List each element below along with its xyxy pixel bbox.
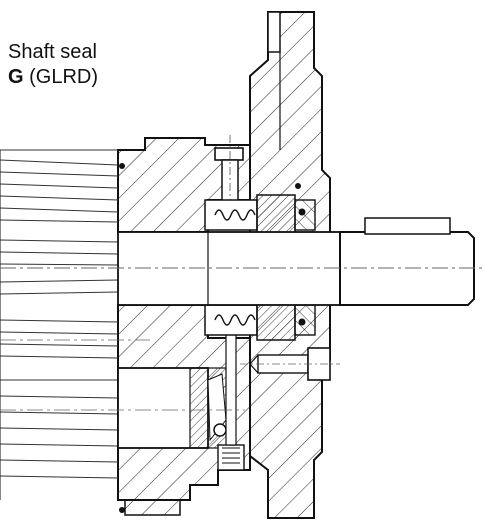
caption-title: Shaft seal	[8, 41, 97, 63]
idler-pocket	[117, 367, 231, 449]
seal-code: (GLRD)	[29, 66, 99, 88]
fixing-bolt	[240, 347, 340, 381]
caption-code-line: G (GLRD)	[8, 65, 98, 90]
vent-plug	[214, 135, 244, 209]
rotor-screw-section	[0, 149, 119, 500]
drain-valve	[217, 329, 245, 471]
drive-shaft	[0, 217, 483, 306]
centre-lines	[0, 339, 245, 411]
seal-letter: G	[8, 66, 24, 88]
mechanical-seal	[204, 183, 316, 341]
seal-caption: Shaft seal G (GLRD)	[8, 40, 98, 90]
